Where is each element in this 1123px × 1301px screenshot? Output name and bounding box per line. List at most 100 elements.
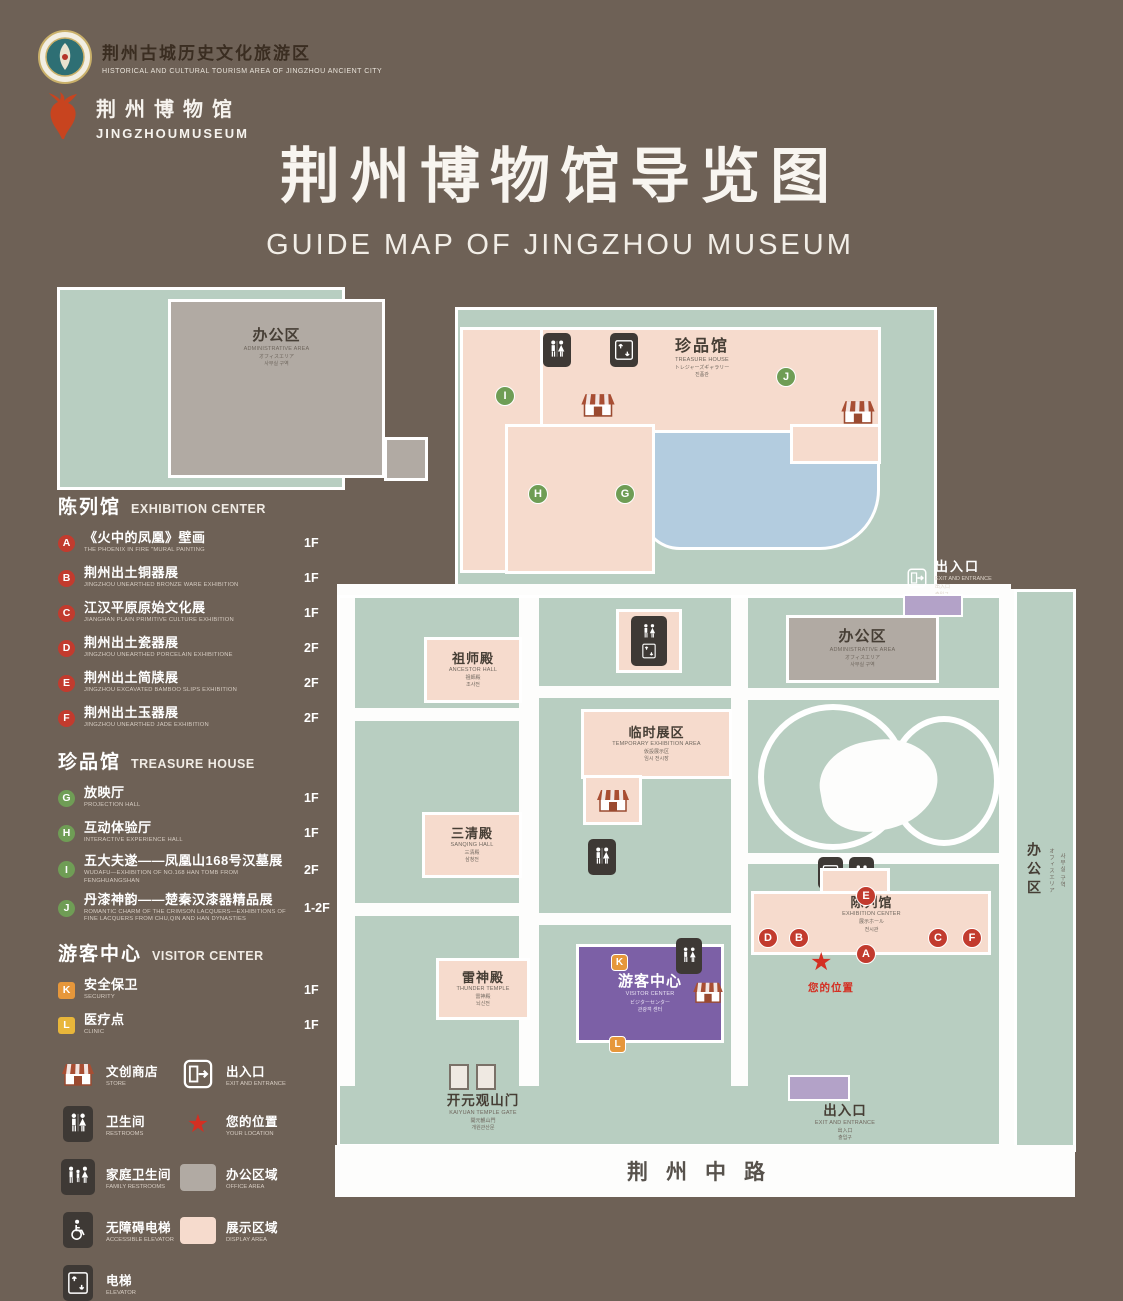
restroom-icon xyxy=(676,938,702,974)
building-admin-east: 办公区 ADMINISTRATIVE AREA オフィスエリア 사무실 구역 xyxy=(786,615,939,683)
walkway-east xyxy=(999,589,1015,1149)
restroom-icon xyxy=(58,1106,98,1143)
badge-f: F xyxy=(58,709,75,727)
building-label-visitor-center: 游客中心 VISITOR CENTER ビジターセンター 관광객 센터 xyxy=(617,972,682,1013)
map-marker-k: K xyxy=(611,954,628,971)
building-label-admin-east: 办公区 ADMINISTRATIVE AREA オフィスエリア 사무실 구역 xyxy=(829,628,896,669)
badge-e: E xyxy=(58,674,75,692)
page-header: 荆州博物馆导览图 GUIDE MAP OF JINGZHOU MUSEUM xyxy=(120,128,1000,262)
your-location-star-icon: ★ xyxy=(810,948,833,976)
map-marker-h: H xyxy=(528,484,548,504)
restroom-icon xyxy=(543,333,571,367)
badge-i: I xyxy=(58,861,75,879)
park-emblem-icon xyxy=(38,30,92,84)
your-location-star-icon: ★ xyxy=(186,1109,210,1138)
walkway-h4 xyxy=(539,913,731,925)
store-icon xyxy=(578,391,618,423)
walkway-h1 xyxy=(340,708,520,721)
display-area-swatch xyxy=(178,1216,218,1244)
map-marker-a: A xyxy=(856,944,876,964)
badge-d: D xyxy=(58,639,75,657)
building-label-admin-northwest: 办公区 ADMINISTRATIVE AREA オフィスエリア 사무실 구역 xyxy=(243,327,310,367)
map-marker-d: D xyxy=(758,928,778,948)
walkway-h6 xyxy=(748,853,999,864)
map-marker-j: J xyxy=(776,367,796,387)
elevator-icon xyxy=(610,333,638,367)
restroom-icon xyxy=(588,839,616,875)
badge-b: B xyxy=(58,569,75,587)
building-label-temporary-exhibition: 临时展区 TEMPORARY EXHIBITION AREA 仮設展示区 임시 … xyxy=(612,724,701,763)
exit-northeast-label: 出入口 EXIT AND ENTRANCE 出入口 출입구 xyxy=(935,559,992,598)
gate-structure-east xyxy=(476,1064,496,1090)
building-sanqing-hall: 三清殿 SANQING HALL 三清殿 삼청전 xyxy=(422,812,522,878)
deer-logo-icon xyxy=(49,92,77,139)
badge-c: C xyxy=(58,604,75,622)
badge-l: L xyxy=(58,1016,75,1034)
building-label-thunder-temple: 雷神殿 THUNDER TEMPLE 雷神殿 뇌신전 xyxy=(456,969,510,1008)
walkway-h5 xyxy=(748,688,999,700)
store-icon xyxy=(690,980,726,1009)
building-store-stub xyxy=(583,775,642,825)
exit-south-gate xyxy=(788,1075,850,1101)
park-logo-subtitle: HISTORICAL AND CULTURAL TOURISM AREA OF … xyxy=(102,68,383,75)
museum-logo: 荆州博物馆 JINGZHOUMUSEUM xyxy=(38,92,249,142)
building-thunder-temple: 雷神殿 THUNDER TEMPLE 雷神殿 뇌신전 xyxy=(436,958,530,1020)
exit-northeast: 出入口 EXIT AND ENTRANCE 出入口 출입구 xyxy=(903,556,1028,622)
exit-northeast-gate xyxy=(903,594,963,617)
building-admin-annex xyxy=(384,437,428,481)
legend-section-visitor-center: 游客中心 VISITOR CENTER xyxy=(58,944,264,966)
store-icon xyxy=(596,790,629,812)
map-marker-b: B xyxy=(789,928,809,948)
badge-h: H xyxy=(58,824,75,842)
elevator-icon xyxy=(58,1265,98,1301)
building-label-admin-strip: 办公区 オフィスエリア 사무실 구역 xyxy=(1026,842,1065,899)
map-marker-i: I xyxy=(495,386,515,406)
building-label-gate: 开元观山门 KAIYUAN TEMPLE GATE 開元観山門 개원관산문 xyxy=(446,1093,520,1132)
walkway-west xyxy=(340,598,355,1086)
map-marker-g: G xyxy=(615,484,635,504)
museum-logo-title: 荆州博物馆 xyxy=(96,99,241,121)
badge-k: K xyxy=(58,981,75,999)
map-marker-f: F xyxy=(962,928,982,948)
restroom-elevator-icon xyxy=(631,616,667,666)
building-ancestor-hall: 祖师殿 ANCESTOR HALL 祖師殿 조사전 xyxy=(424,637,522,703)
map-marker-e: E xyxy=(856,886,876,906)
gate-structure-west xyxy=(449,1064,469,1090)
map-marker-l: L xyxy=(609,1036,626,1053)
page-subtitle: GUIDE MAP OF JINGZHOU MUSEUM xyxy=(266,229,854,261)
road: 荆州中路 xyxy=(335,1145,1075,1197)
accessible-elevator-icon xyxy=(58,1212,98,1249)
building-admin-northwest: 办公区 ADMINISTRATIVE AREA オフィスエリア 사무실 구역 xyxy=(168,299,385,478)
park-logo: 荆州古城历史文化旅游区 HISTORICAL AND CULTURAL TOUR… xyxy=(38,30,382,84)
building-admin-strip: 办公区 オフィスエリア 사무실 구역 xyxy=(1014,589,1076,1152)
badge-g: G xyxy=(58,789,75,807)
road-label: 荆州中路 xyxy=(627,1161,783,1184)
exit-south-label: 出入口 EXIT AND ENTRANCE 出入口 출입구 xyxy=(814,1103,876,1142)
your-location-label: 您的位置 xyxy=(808,982,854,994)
page-title: 荆州博物馆导览图 xyxy=(280,143,840,210)
walkway-vertical-2 xyxy=(731,598,748,1086)
walkway-h2 xyxy=(340,903,520,916)
legend-section-exhibition-center: 陈列馆 EXHIBITION CENTER xyxy=(58,497,266,518)
family-restroom-icon xyxy=(58,1159,98,1196)
building-temporary-exhibition: 临时展区 TEMPORARY EXHIBITION AREA 仮設展示区 임시 … xyxy=(581,709,732,779)
